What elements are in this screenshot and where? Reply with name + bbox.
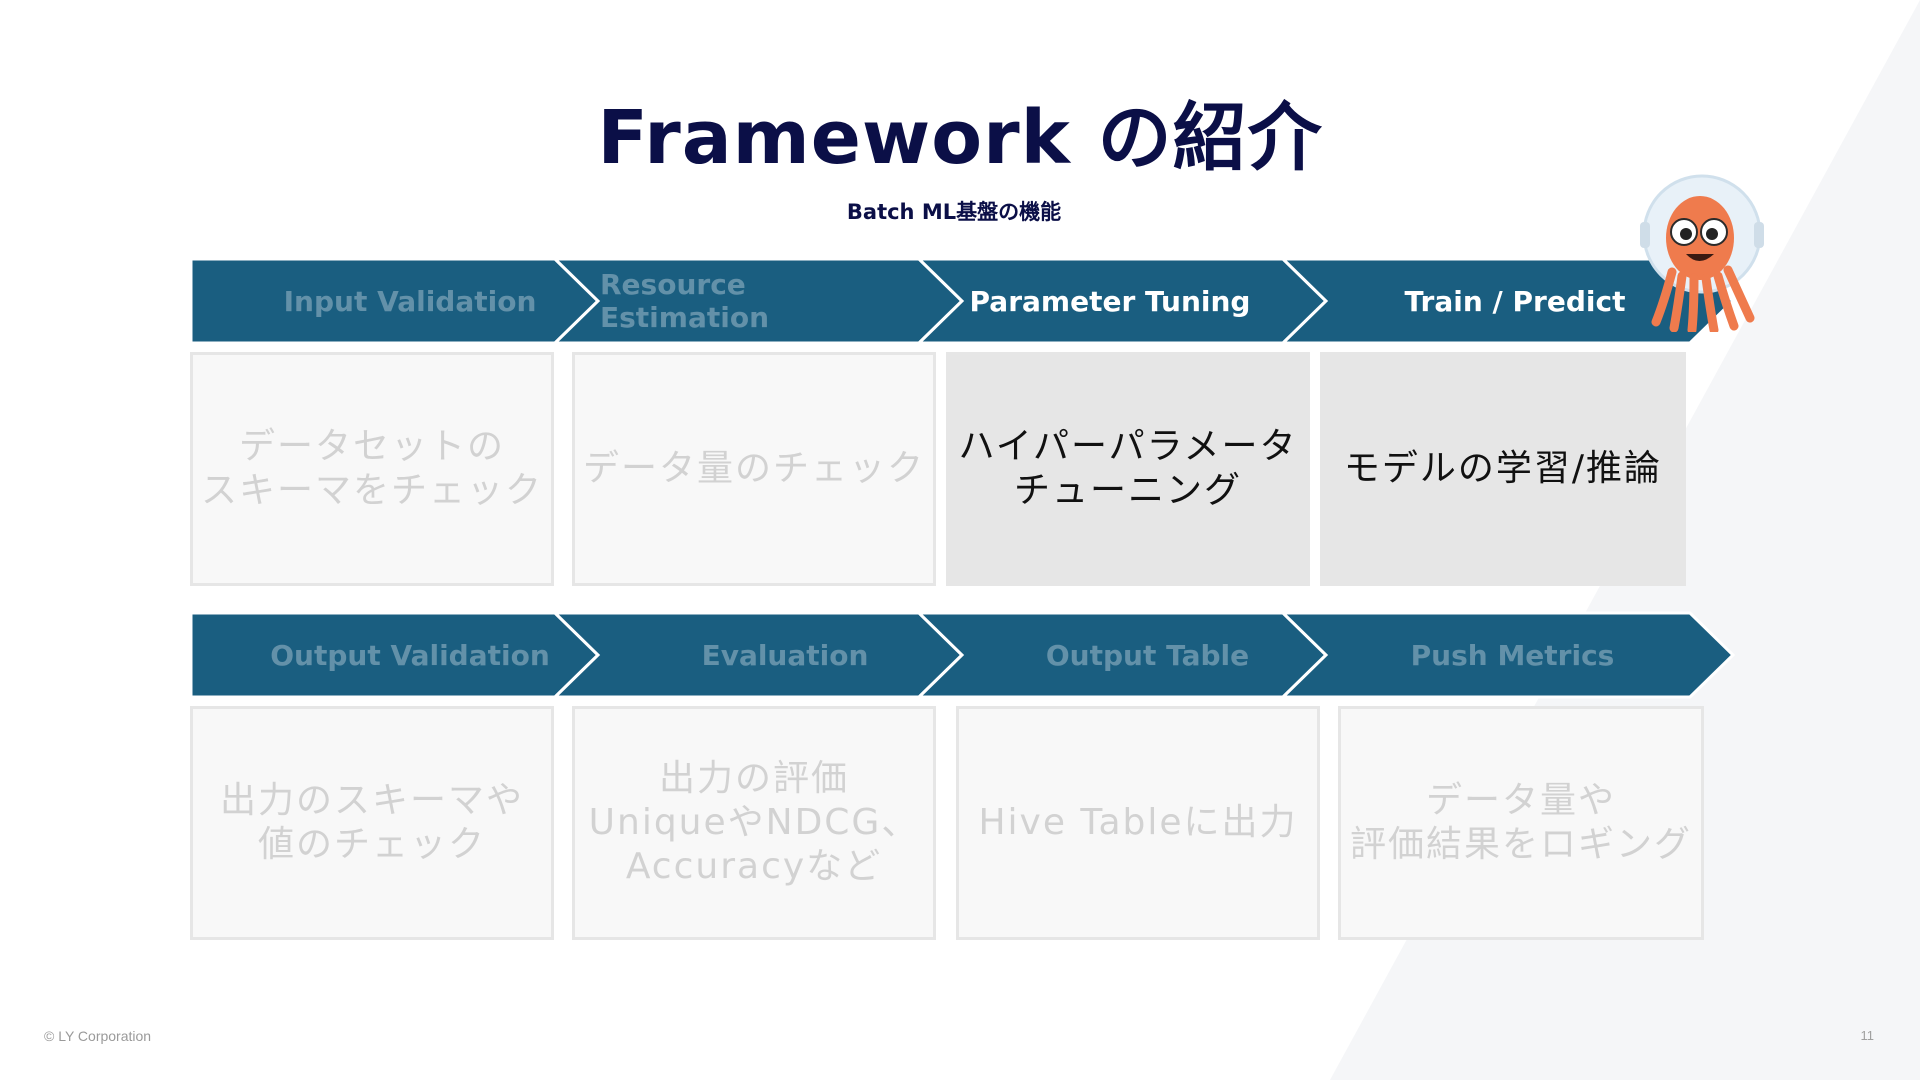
card-text-line: UniqueやNDCG、 bbox=[588, 802, 920, 843]
card-parameter-tuning: ハイパーパラメータ チューニング bbox=[946, 352, 1310, 586]
card-evaluation: 出力の評価 UniqueやNDCG、 Accuracyなど bbox=[572, 706, 936, 940]
card-text-line: Hive Tableに出力 bbox=[978, 802, 1298, 843]
card-text-line: スキーマをチェック bbox=[200, 470, 543, 511]
card-output-table: Hive Tableに出力 bbox=[956, 706, 1320, 940]
card-train-predict: モデルの学習/推論 bbox=[1320, 352, 1686, 586]
step-resource-estimation: Resource Estimation bbox=[600, 268, 769, 334]
card-text-line: データセットの bbox=[238, 426, 505, 467]
step-parameter-tuning: Parameter Tuning bbox=[969, 284, 1251, 318]
card-text-line: 出力の評価 bbox=[658, 758, 849, 799]
card-text-line: モデルの学習/推論 bbox=[1343, 448, 1663, 489]
step-train-predict: Train / Predict bbox=[1404, 284, 1626, 318]
card-output-validation: 出力のスキーマや 値のチェック bbox=[190, 706, 554, 940]
slide-title: Framework の紹介 bbox=[597, 95, 1323, 181]
octopus-mascot-icon bbox=[1640, 174, 1764, 332]
row2-arrow-4 bbox=[1279, 611, 1736, 699]
step-input-validation: Input Validation bbox=[283, 284, 537, 318]
card-text-line: 出力のスキーマや bbox=[219, 780, 524, 821]
step-output-table: Output Table bbox=[1045, 638, 1250, 672]
card-text-line: 評価結果をロギング bbox=[1349, 824, 1692, 865]
card-text-line: データ量のチェック bbox=[582, 448, 925, 489]
card-text-line: 値のチェック bbox=[257, 824, 486, 865]
card-push-metrics: データ量や 評価結果をロギング bbox=[1338, 706, 1704, 940]
card-text-line: データ量や bbox=[1425, 780, 1616, 821]
step-output-validation: Output Validation bbox=[270, 638, 550, 672]
card-text-line: チューニング bbox=[1013, 470, 1242, 511]
footer-copyright: © LY Corporation bbox=[44, 1028, 152, 1044]
step-push-metrics: Push Metrics bbox=[1410, 638, 1615, 672]
card-text-line: ハイパーパラメータ bbox=[958, 426, 1298, 467]
step-evaluation: Evaluation bbox=[701, 638, 869, 672]
slide-subtitle: Batch ML基盤の機能 bbox=[846, 200, 1062, 224]
card-input-validation: データセットの スキーマをチェック bbox=[190, 352, 554, 586]
card-text-line: Accuracyなど bbox=[625, 846, 883, 887]
card-resource-estimation: データ量のチェック bbox=[572, 352, 936, 586]
page-number: 11 bbox=[1860, 1028, 1875, 1043]
